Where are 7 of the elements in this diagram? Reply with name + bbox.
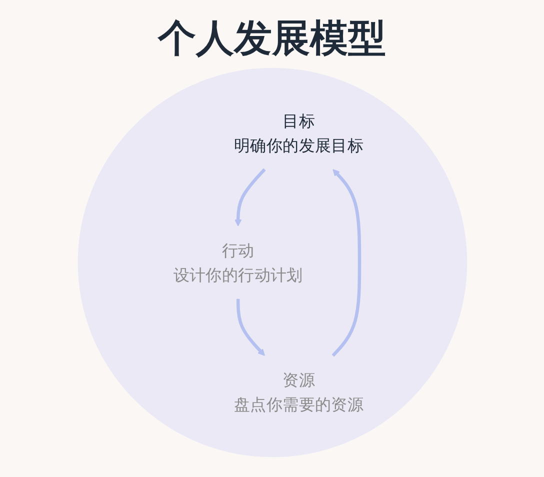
arrow bbox=[236, 298, 264, 356]
node-text: 目标 明确你的发展目标 bbox=[234, 110, 364, 154]
arrow bbox=[234, 168, 266, 226]
arrow bbox=[331, 168, 361, 356]
diagram-title: 个人发展模型 bbox=[156, 15, 387, 62]
node-text: 资源 盘点你需要的资源 bbox=[234, 370, 364, 414]
node-text: 行动 设计你的行动计划 bbox=[172, 240, 302, 284]
